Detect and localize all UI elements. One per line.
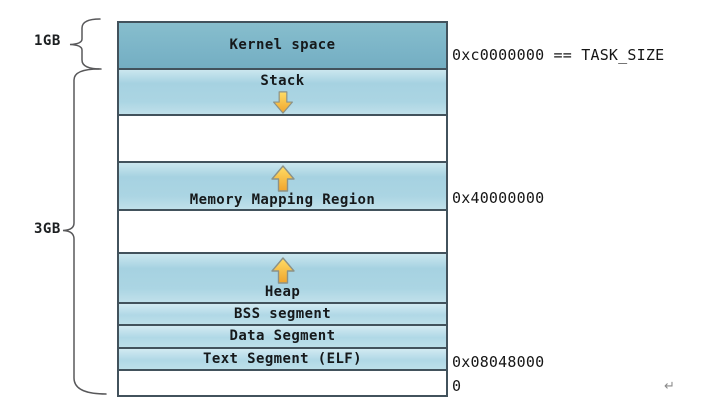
- segment-label: Memory Mapping Region: [189, 191, 376, 208]
- segment-heap: Heap: [117, 252, 448, 304]
- segment-bottom-empty: [117, 369, 448, 397]
- paragraph-return-icon: ↵: [664, 379, 675, 394]
- segment-empty-gap-lower: [117, 209, 448, 254]
- segment-label: BSS segment: [233, 305, 332, 322]
- segment-empty-gap-upper: [117, 114, 448, 163]
- segment-label: Stack: [260, 73, 305, 89]
- segment-label: Text Segment (ELF): [203, 350, 362, 367]
- arrow-down-icon: [272, 91, 293, 114]
- segment-label: Data Segment: [229, 328, 336, 344]
- memory-column: Kernel space Stack: [117, 21, 448, 397]
- brace-1gb-icon: [69, 18, 102, 70]
- address-task-size: 0xc0000000 == TASK_SIZE: [452, 46, 665, 64]
- segment-text: Text Segment (ELF): [117, 347, 448, 371]
- segment-stack: Stack: [117, 68, 448, 116]
- segment-label: Kernel space: [229, 37, 336, 53]
- segment-kernel-space: Kernel space: [117, 21, 448, 70]
- arrow-up-icon: [270, 256, 295, 284]
- arrow-up-icon: [270, 164, 295, 192]
- address-zero: 0: [452, 377, 462, 395]
- size-label-1gb: 1GB: [34, 33, 61, 49]
- segment-data: Data Segment: [117, 324, 448, 349]
- brace-3gb-icon: [62, 68, 107, 395]
- address-text-start: 0x08048000: [452, 353, 545, 371]
- segment-bss: BSS segment: [117, 302, 448, 326]
- segment-memory-mapping-region: Memory Mapping Region: [117, 161, 448, 211]
- size-label-3gb: 3GB: [34, 221, 61, 237]
- address-mmap-base: 0x40000000: [452, 189, 545, 207]
- segment-label: Heap: [264, 283, 301, 300]
